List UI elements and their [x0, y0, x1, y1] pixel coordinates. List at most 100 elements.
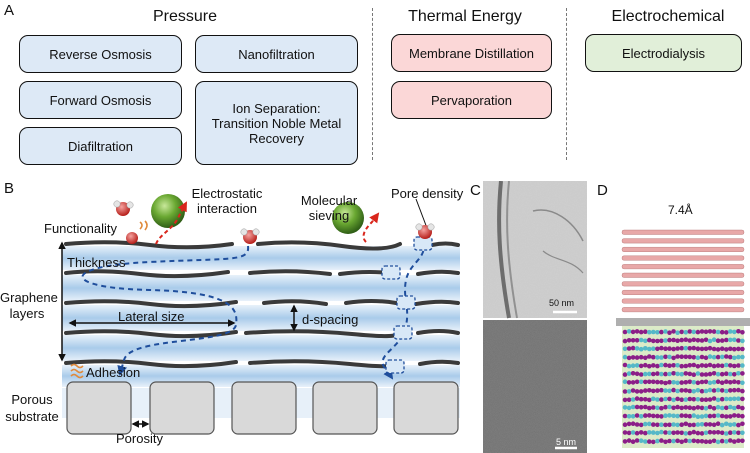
atom	[659, 338, 664, 344]
atom-layers	[622, 329, 745, 445]
atom	[736, 363, 741, 368]
atom	[630, 380, 636, 385]
atom	[699, 431, 705, 436]
atom	[622, 389, 628, 394]
atom	[719, 354, 725, 360]
atom	[671, 397, 676, 403]
atom	[638, 438, 644, 443]
atom	[683, 397, 689, 402]
atom	[663, 362, 668, 368]
atom	[687, 329, 693, 334]
atom	[655, 430, 660, 436]
atom	[679, 345, 684, 351]
panel-a-letter: A	[4, 2, 15, 19]
atom	[740, 380, 745, 386]
atom	[695, 371, 701, 376]
atom	[663, 338, 668, 343]
atom	[630, 439, 636, 444]
atom	[683, 405, 689, 410]
atom	[724, 405, 729, 411]
atom	[719, 380, 725, 385]
atom	[647, 379, 652, 385]
atom	[691, 405, 697, 411]
atom	[622, 338, 628, 344]
atom	[626, 414, 632, 419]
atom	[699, 338, 705, 343]
atom	[719, 422, 725, 428]
atom	[675, 388, 680, 394]
atom	[707, 429, 713, 435]
atom	[679, 405, 684, 411]
atom	[659, 429, 664, 435]
atom	[736, 346, 741, 352]
atom	[671, 337, 676, 343]
atom	[626, 421, 632, 427]
atom	[683, 337, 689, 342]
atom	[699, 379, 705, 385]
atom	[728, 380, 733, 385]
atom	[634, 363, 640, 368]
atom	[659, 371, 664, 377]
atom	[691, 429, 697, 435]
graphene-rod	[621, 229, 745, 235]
divider-1	[372, 8, 373, 160]
atom	[736, 371, 741, 376]
atom	[740, 396, 745, 402]
atom	[707, 371, 713, 377]
atom	[728, 430, 733, 435]
atom	[687, 396, 693, 402]
atom	[707, 397, 713, 402]
atom	[683, 380, 689, 385]
atom	[643, 362, 648, 368]
atom	[626, 405, 632, 411]
atom	[691, 389, 697, 394]
divider-2	[566, 8, 567, 160]
atom	[695, 422, 701, 427]
transport-path-pores	[381, 241, 426, 380]
atom	[715, 347, 721, 352]
atom	[728, 438, 733, 443]
atom	[626, 355, 632, 361]
graphene-sheets	[64, 240, 460, 369]
atom	[699, 405, 705, 411]
graphene-rod	[621, 298, 745, 304]
atom	[707, 362, 713, 368]
atom	[675, 354, 680, 359]
model-background	[622, 326, 744, 448]
atom	[655, 413, 660, 419]
atom	[675, 346, 680, 351]
atom	[679, 397, 684, 402]
atom	[719, 396, 725, 402]
atom	[699, 397, 705, 402]
atom	[651, 329, 656, 335]
atom	[683, 421, 689, 427]
atom	[703, 388, 709, 394]
atom	[667, 346, 672, 351]
atom	[724, 371, 729, 376]
atom	[703, 397, 709, 402]
atom	[740, 430, 745, 436]
atom	[740, 346, 745, 352]
spacing-label: 7.4Å	[668, 203, 693, 217]
atom	[732, 372, 737, 377]
atom	[707, 338, 713, 344]
atom	[626, 346, 632, 351]
atom	[634, 438, 640, 443]
atom	[630, 355, 636, 360]
atom	[630, 371, 636, 376]
atom	[679, 363, 684, 369]
atom	[695, 388, 701, 393]
atom	[691, 380, 697, 385]
atom	[638, 414, 644, 419]
heading-pressure: Pressure	[152, 8, 218, 25]
atom	[679, 337, 684, 343]
atom	[732, 439, 737, 444]
atom	[740, 354, 745, 360]
atom	[634, 422, 640, 427]
atom	[626, 397, 632, 403]
atom	[711, 329, 717, 334]
atom	[687, 354, 693, 360]
sieving-group	[332, 202, 435, 243]
atom	[732, 329, 737, 335]
atom	[679, 388, 684, 393]
